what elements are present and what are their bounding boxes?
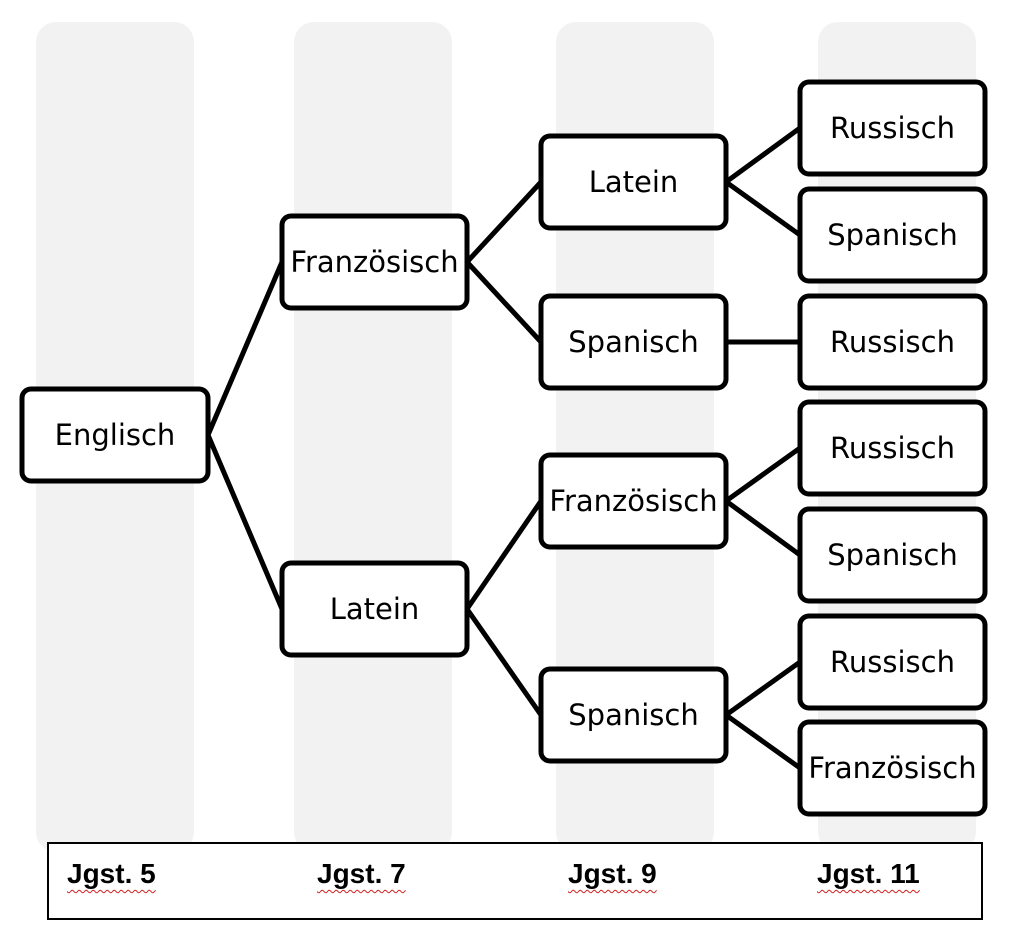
node-box (797, 506, 988, 604)
node-latein-9: Latein (538, 133, 729, 231)
edge-n-englisch-to-n-franzoesisch-7 (205, 259, 285, 438)
node-label: Russisch (830, 431, 955, 465)
node-box (19, 386, 211, 484)
node-box (797, 186, 988, 284)
node-russisch-11d: Russisch (797, 613, 988, 711)
node-box (279, 213, 470, 311)
node-label: Französisch (549, 484, 717, 518)
node-russisch-11b: Russisch (797, 293, 988, 391)
edge-n-latein-7-to-n-spanisch-9b (464, 606, 544, 718)
node-label: Russisch (830, 645, 955, 679)
node-box (538, 452, 729, 550)
node-label: Französisch (290, 245, 458, 279)
edge-n-latein-9-to-n-russisch-11a (723, 125, 803, 185)
node-russisch-11a: Russisch (797, 79, 988, 177)
node-box (797, 719, 988, 817)
node-label: Russisch (830, 111, 955, 145)
node-label: Latein (589, 165, 679, 199)
node-label: Französisch (808, 751, 976, 785)
node-box (538, 666, 729, 764)
node-label: Latein (330, 592, 420, 626)
edge-n-latein-7-to-n-franzoesisch-9 (464, 498, 544, 612)
node-box (797, 613, 988, 711)
node-box (538, 133, 729, 231)
node-box (279, 560, 470, 658)
node-label: Spanisch (827, 538, 957, 572)
node-box (538, 293, 729, 391)
node-spanisch-11b: Spanisch (797, 506, 988, 604)
node-franzoesisch-11: Französisch (797, 719, 988, 817)
grade-level-legend: Jgst. 5 Jgst. 7 Jgst. 9 Jgst. 11 (47, 842, 983, 920)
node-englisch: Englisch (19, 386, 211, 484)
node-label: Spanisch (568, 325, 698, 359)
node-label: Spanisch (827, 218, 957, 252)
grade-label-11: Jgst. 11 (817, 858, 920, 889)
node-label: Russisch (830, 325, 955, 359)
node-label: Spanisch (568, 698, 698, 732)
language-nodes: EnglischFranzösischLateinLateinSpanischF… (19, 79, 988, 817)
edge-n-franzoesisch-9-to-n-russisch-11c (723, 445, 803, 504)
edge-n-spanisch-9b-to-n-franzoesisch-11 (723, 712, 803, 771)
edge-n-franzoesisch-7-to-n-latein-9 (464, 179, 544, 265)
edge-n-spanisch-9b-to-n-russisch-11d (723, 659, 803, 718)
node-box (797, 79, 988, 177)
edge-n-franzoesisch-7-to-n-spanisch-9a (464, 259, 544, 345)
node-label: Englisch (55, 418, 176, 452)
node-spanisch-9a: Spanisch (538, 293, 729, 391)
node-russisch-11c: Russisch (797, 399, 988, 497)
grade-label-5: Jgst. 5 (67, 858, 156, 889)
node-franzoesisch-7: Französisch (279, 213, 470, 311)
node-latein-7: Latein (279, 560, 470, 658)
grade-label-9: Jgst. 9 (568, 858, 657, 889)
node-box (797, 399, 988, 497)
node-spanisch-9b: Spanisch (538, 666, 729, 764)
band-level-7 (294, 22, 452, 852)
edge-n-latein-9-to-n-spanisch-11a (723, 179, 803, 238)
grade-label-7: Jgst. 7 (317, 858, 406, 889)
connector-lines (205, 125, 803, 771)
node-franzoesisch-9: Französisch (538, 452, 729, 550)
node-box (797, 293, 988, 391)
edge-n-franzoesisch-9-to-n-spanisch-11b (723, 498, 803, 558)
node-spanisch-11a: Spanisch (797, 186, 988, 284)
edge-n-englisch-to-n-latein-7 (205, 432, 285, 612)
